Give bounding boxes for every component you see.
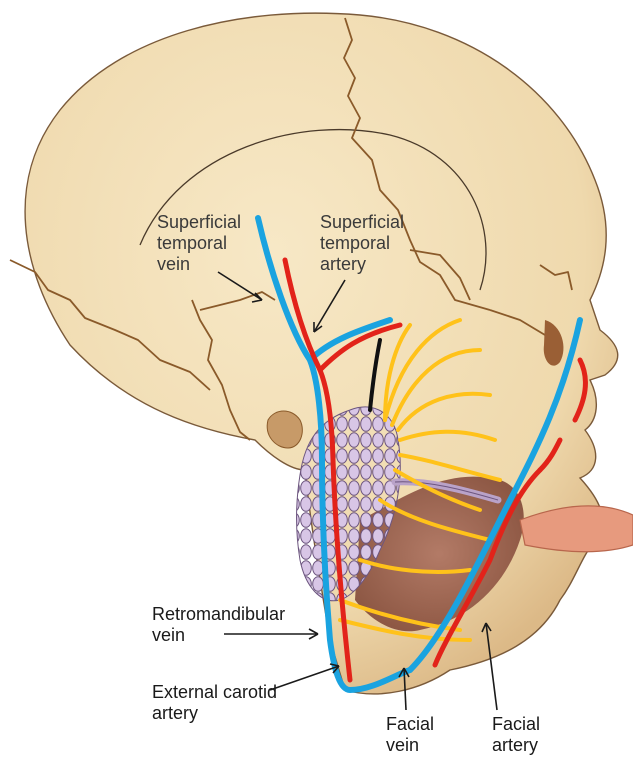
label-line: artery [152, 703, 277, 724]
label-superficial-temporal-artery: Superficial temporal artery [320, 212, 404, 275]
label-external-carotid-artery: External carotid artery [152, 682, 277, 724]
label-line: vein [157, 254, 241, 275]
label-line: artery [320, 254, 404, 275]
label-line: artery [492, 735, 540, 756]
label-line: Superficial [320, 212, 404, 233]
label-line: Facial [492, 714, 540, 735]
label-line: temporal [320, 233, 404, 254]
label-superficial-temporal-vein: Superficial temporal vein [157, 212, 241, 275]
label-facial-vein: Facial vein [386, 714, 434, 756]
label-line: External carotid [152, 682, 277, 703]
label-retromandibular-vein: Retromandibular vein [152, 604, 285, 646]
label-line: Facial [386, 714, 434, 735]
label-line: temporal [157, 233, 241, 254]
label-line: Superficial [157, 212, 241, 233]
label-line: vein [152, 625, 285, 646]
label-line: vein [386, 735, 434, 756]
label-facial-artery: Facial artery [492, 714, 540, 756]
label-line: Retromandibular [152, 604, 285, 625]
